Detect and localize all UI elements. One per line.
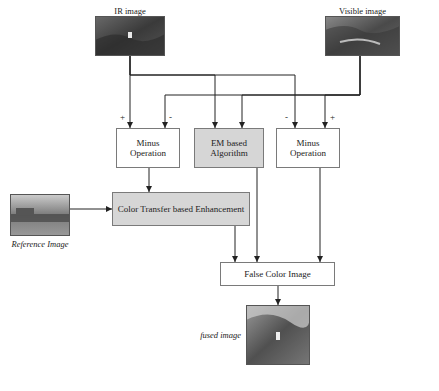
flow-arrow	[325, 56, 360, 128]
sign-label: -	[168, 113, 173, 122]
box-label: Minus Operation	[121, 138, 175, 159]
sign-label: +	[329, 113, 336, 122]
flow-arrow	[278, 286, 279, 305]
flow-arrow	[235, 226, 236, 262]
box-label: False Color Image	[244, 269, 311, 279]
reference-image: Reference Image	[10, 194, 70, 236]
ir-picture	[95, 16, 165, 56]
reference-picture	[10, 194, 70, 236]
flow-arrow	[130, 56, 215, 128]
visible-image: Visible image	[325, 16, 400, 56]
process-box: False Color Image	[220, 262, 335, 286]
process-box: Minus Operation	[276, 128, 340, 168]
box-label: Minus Operation	[281, 138, 335, 159]
ir-image: IR image	[95, 16, 165, 56]
flow-arrow	[130, 56, 295, 128]
image-caption: Visible image	[339, 6, 386, 16]
fused-picture	[246, 305, 310, 365]
image-caption: Reference Image	[10, 239, 70, 249]
process-box: Minus Operation	[116, 128, 180, 168]
flow-arrow	[257, 168, 258, 262]
flow-arrow	[70, 209, 112, 210]
flow-arrow	[320, 168, 321, 262]
sign-label: +	[119, 113, 126, 122]
sign-label: -	[284, 113, 289, 122]
fused-image: fused image	[246, 305, 310, 365]
image-caption: IR image	[114, 6, 145, 16]
image-caption: fused image	[200, 330, 241, 340]
visible-picture	[325, 16, 400, 56]
box-label: Color Transfer based Enhancement	[118, 204, 245, 214]
box-label: EM based Algorithm	[199, 138, 259, 159]
flow-arrow	[165, 56, 360, 128]
flow-arrow	[242, 56, 360, 128]
process-box: Color Transfer based Enhancement	[112, 192, 250, 226]
flow-arrow	[149, 168, 150, 192]
process-box: EM based Algorithm	[194, 128, 264, 168]
